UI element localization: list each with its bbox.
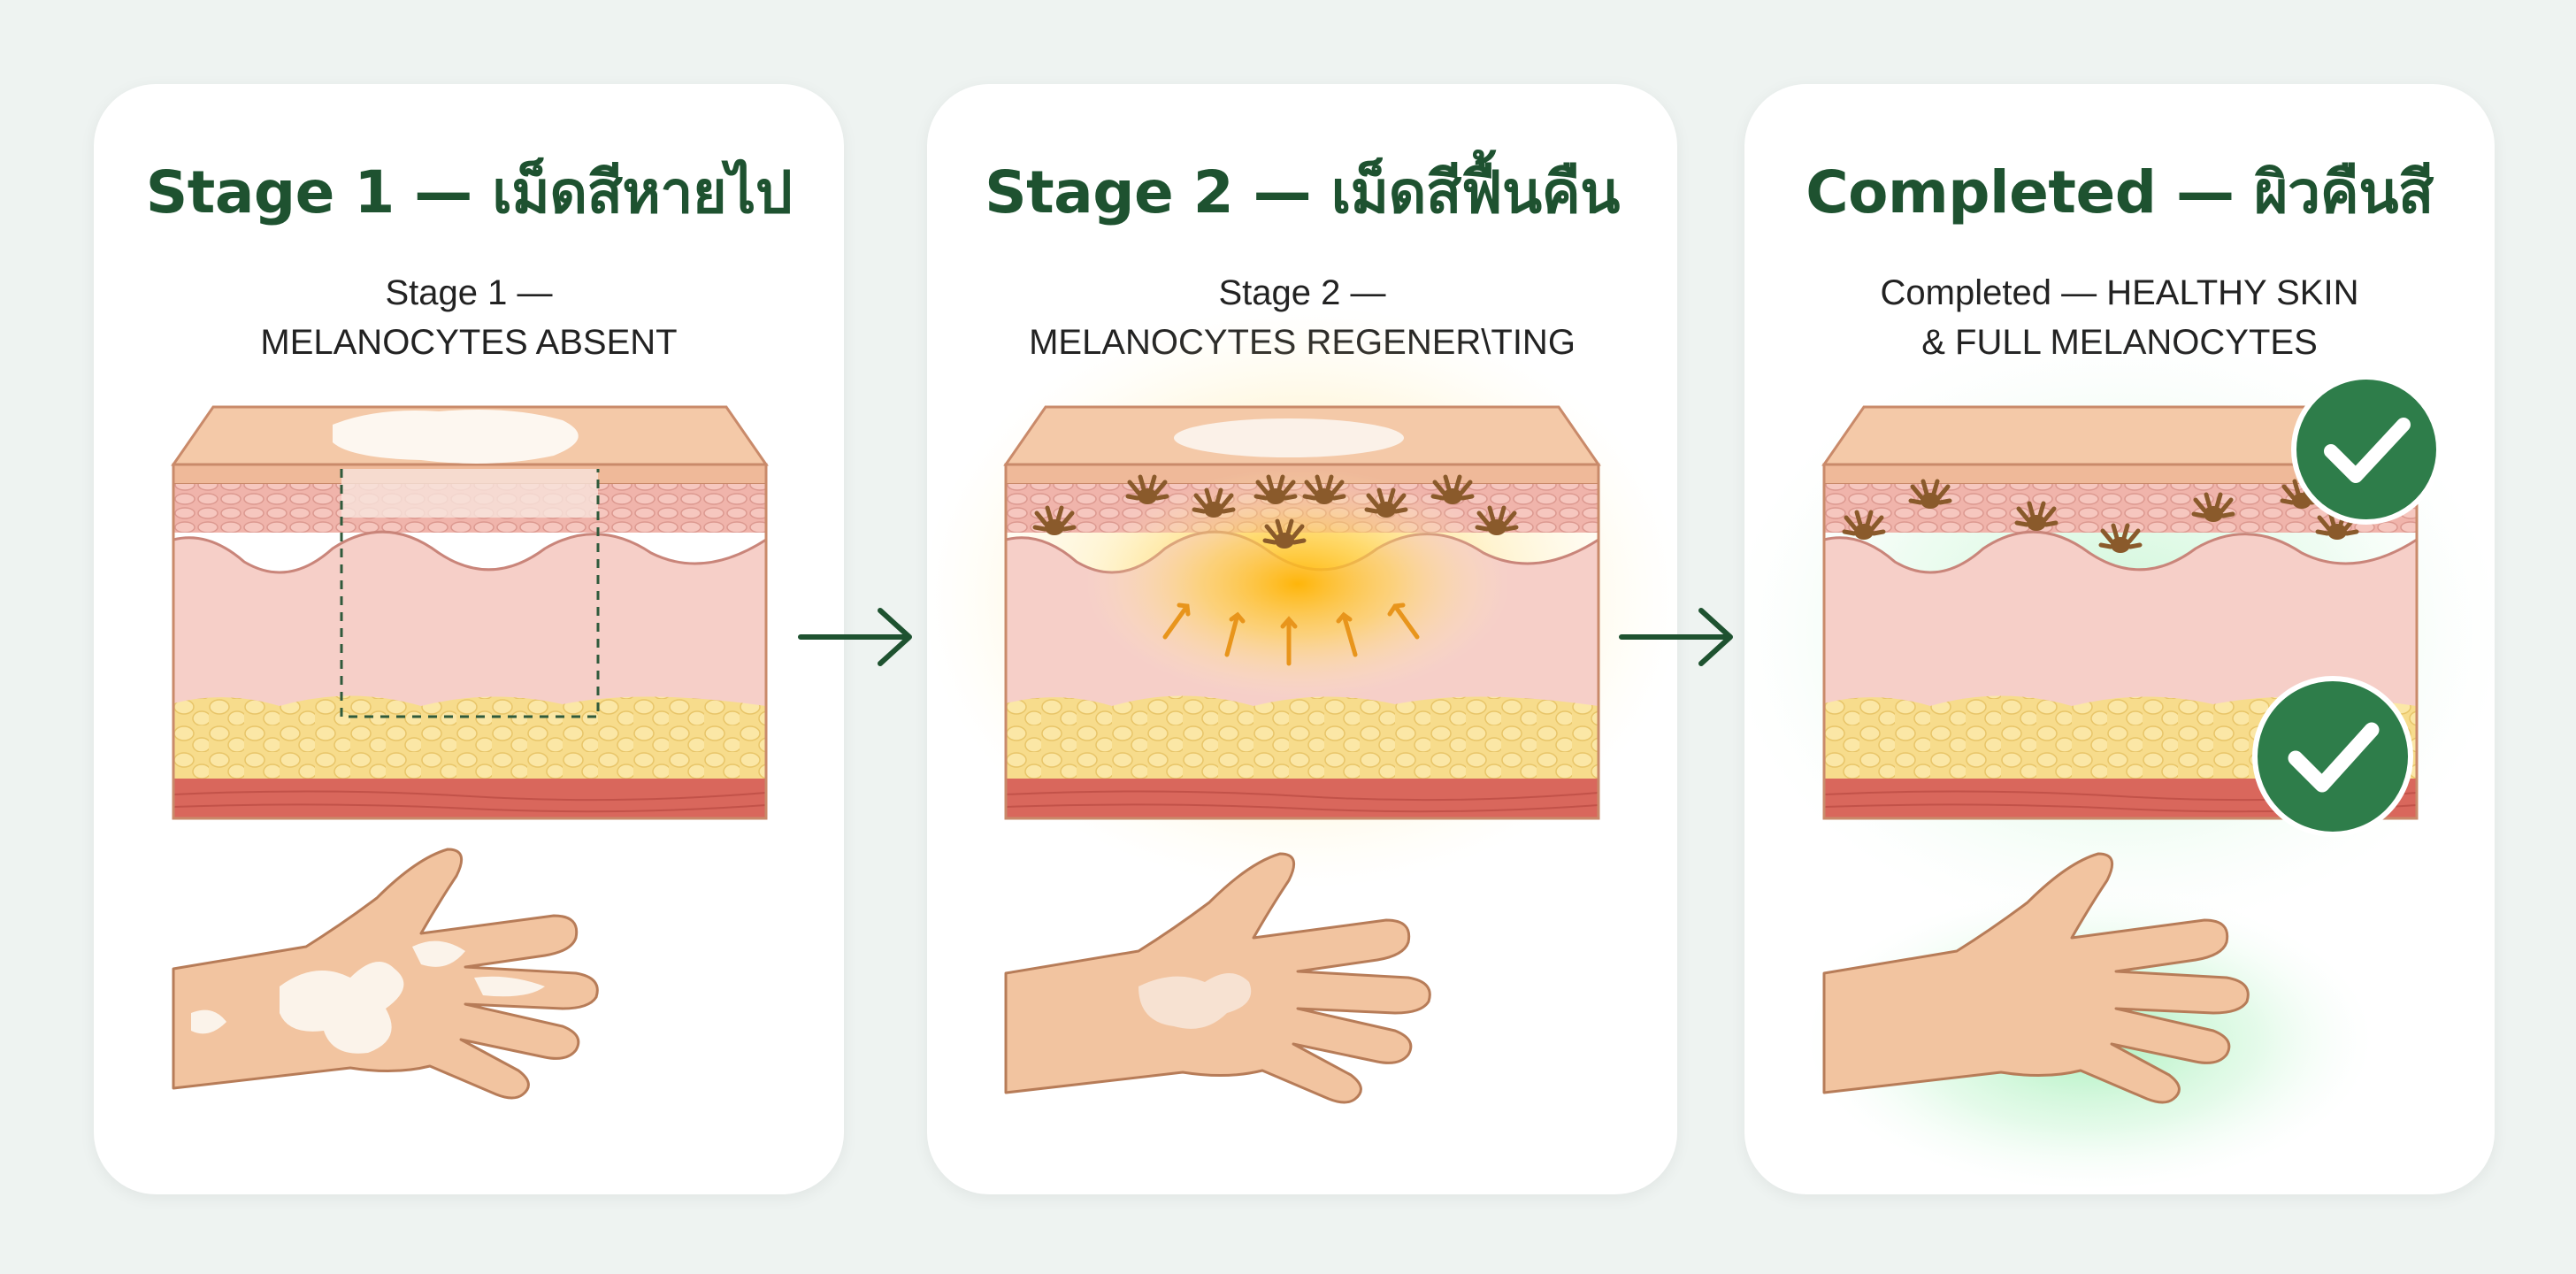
hand-illustration (1004, 852, 1431, 1104)
check-circle-icon (2252, 676, 2413, 837)
stage-1-subtitle-line1: Stage 1 — (385, 273, 553, 312)
skin-cross-section (172, 405, 768, 820)
check-circle-icon (2291, 374, 2442, 525)
completed-subtitle-line1: Completed — HEALTHY SKIN (1880, 273, 2359, 312)
depigmented-patch (333, 409, 579, 464)
stage-1-title: Stage 1 — เม็ดสีหายไป (145, 158, 793, 226)
stage-1-card: Stage 1 — เม็ดสีหายไป Stage 1 — MELANOCY… (94, 84, 844, 1194)
stage-1-illustration (172, 405, 768, 1100)
fading-patch (1138, 973, 1252, 1029)
stage-1-subtitle: Stage 1 — MELANOCYTES ABSENT (94, 268, 844, 367)
vitiligo-patch (280, 962, 404, 1054)
completed-illustration (1744, 332, 2495, 1190)
hand-illustration (172, 848, 599, 1100)
arrow-right-icon (1619, 608, 1733, 666)
arrow-right-icon (798, 608, 912, 666)
stage-2-card: Stage 2 — เม็ดสีฟื้นคืน Stage 2 — MELANO… (927, 84, 1677, 1194)
completed-card: Completed — ผิวคืนสี Completed — HEALTHY… (1744, 84, 2495, 1194)
stage-2-illustration (927, 305, 1677, 1104)
stage-1-subtitle-line2: MELANOCYTES ABSENT (260, 323, 678, 362)
completed-title: Completed — ผิวคืนสี (1806, 158, 2434, 226)
absent-region-outline (340, 469, 600, 718)
upward-arrows (1162, 602, 1420, 666)
skin-cross-section (1004, 405, 1600, 820)
stage-2-title: Stage 2 — เม็ดสีฟื้นคืน (985, 158, 1620, 226)
